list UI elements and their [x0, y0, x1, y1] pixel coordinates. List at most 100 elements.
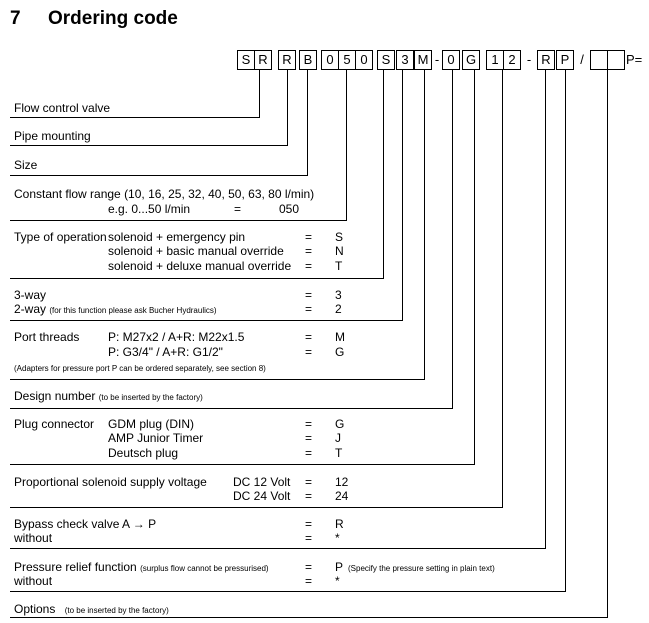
code-box: R [537, 50, 555, 70]
option-text: P: G3/4" / A+R: G1/2" [108, 345, 223, 359]
row-label-main: 2-way [14, 302, 47, 316]
row-note: (Adapters for pressure port P can be ord… [14, 364, 266, 373]
row-rule [10, 379, 425, 380]
code-box: R [278, 50, 296, 70]
connector-line [287, 70, 288, 145]
code-value: 12 [335, 475, 349, 489]
equals-sign: = [234, 202, 242, 216]
code-box: R [254, 50, 272, 70]
equals-sign: = [305, 302, 313, 316]
equals-sign: = [305, 489, 313, 503]
equals-sign: = [305, 475, 313, 489]
option-text: solenoid + basic manual override [108, 244, 284, 258]
code-value: G [335, 417, 345, 431]
row-label: Type of operation [14, 230, 107, 244]
row-rule [10, 320, 403, 321]
row-note: (for this function please ask Bucher Hyd… [49, 306, 217, 315]
row-label: 2-way (for this function please ask Buch… [14, 302, 217, 318]
equals-sign: = [305, 517, 313, 531]
code-box: 1 [486, 50, 504, 70]
connector-line [383, 70, 384, 278]
row-label: Constant flow range (10, 16, 25, 32, 40,… [14, 187, 315, 201]
row-rule [10, 117, 260, 118]
equals-sign: = [305, 417, 313, 431]
code-value: * [335, 574, 340, 588]
row-rule [10, 548, 546, 549]
row-note: (Specify the pressure setting in plain t… [348, 564, 495, 573]
equals-sign: = [305, 345, 313, 359]
row-label: 3-way [14, 288, 47, 302]
row-rule [10, 175, 308, 176]
row-note: (to be inserted by the factory) [64, 606, 169, 615]
row-rule [10, 408, 453, 409]
row-label: without [14, 574, 53, 588]
section-title: Ordering code [48, 8, 178, 29]
connector-line [307, 70, 308, 175]
equals-sign: = [305, 574, 313, 588]
code-value: 3 [335, 288, 342, 302]
code-box: P [556, 50, 574, 70]
row-rule [10, 591, 566, 592]
equals-sign: = [305, 330, 313, 344]
code-box: 2 [503, 50, 521, 70]
connector-line [259, 70, 260, 117]
row-label: Proportional solenoid supply voltage [14, 475, 207, 489]
connector-line [474, 70, 475, 464]
row-note: (surplus flow cannot be pressurised) [140, 564, 269, 573]
row-rule [10, 617, 608, 618]
option-text: solenoid + deluxe manual override [108, 259, 292, 273]
equals-sign: = [305, 446, 313, 460]
code-separator: - [434, 52, 440, 67]
connector-line [502, 70, 503, 507]
code-box: B [299, 50, 317, 70]
equals-sign: = [305, 244, 313, 258]
code-box: M [414, 50, 432, 70]
code-value: J [335, 431, 341, 445]
example-label: e.g. 0...50 l/min [108, 202, 191, 216]
connector-line [346, 70, 347, 220]
code-value: * [335, 531, 340, 545]
equals-sign: = [305, 288, 313, 302]
row-note: (to be inserted by the factory) [98, 393, 203, 402]
code-suffix: P= [626, 52, 643, 67]
row-label: Options (to be inserted by the factory) [14, 602, 169, 618]
code-box [607, 50, 625, 70]
option-text: Deutsch plug [108, 446, 179, 460]
code-box: 0 [442, 50, 460, 70]
row-label: Plug connector [14, 417, 95, 431]
code-value: M [335, 330, 345, 344]
connector-line [607, 70, 608, 617]
code-separator: / [580, 52, 584, 67]
option-text: DC 24 Volt [233, 489, 291, 503]
option-text: P: M27x2 / A+R: M22x1.5 [108, 330, 245, 344]
row-label-main: Options [14, 602, 56, 616]
connector-line [402, 70, 403, 320]
row-rule [10, 278, 384, 279]
connector-line [424, 70, 425, 379]
row-label: Port threads [14, 330, 80, 344]
code-value: 050 [279, 202, 300, 216]
code-box: 0 [355, 50, 373, 70]
code-box: S [377, 50, 395, 70]
row-label-main: Design number [14, 389, 96, 403]
code-value: P [335, 560, 344, 574]
connector-line [545, 70, 546, 548]
code-box [590, 50, 608, 70]
code-value: G [335, 345, 345, 359]
row-label-main: Pressure relief function [14, 560, 137, 574]
option-text: solenoid + emergency pin [108, 230, 246, 244]
code-box: 5 [338, 50, 356, 70]
equals-sign: = [305, 230, 313, 244]
code-box: S [237, 50, 255, 70]
code-value: N [335, 244, 344, 258]
connector-line [452, 70, 453, 408]
row-rule [10, 145, 288, 146]
code-value: S [335, 230, 344, 244]
row-label: Size [14, 158, 38, 172]
row-label: Pressure relief function (surplus flow c… [14, 560, 269, 576]
code-value: 2 [335, 302, 342, 316]
option-text: AMP Junior Timer [108, 431, 204, 445]
equals-sign: = [305, 560, 313, 574]
code-box: 0 [321, 50, 339, 70]
code-value: T [335, 446, 343, 460]
